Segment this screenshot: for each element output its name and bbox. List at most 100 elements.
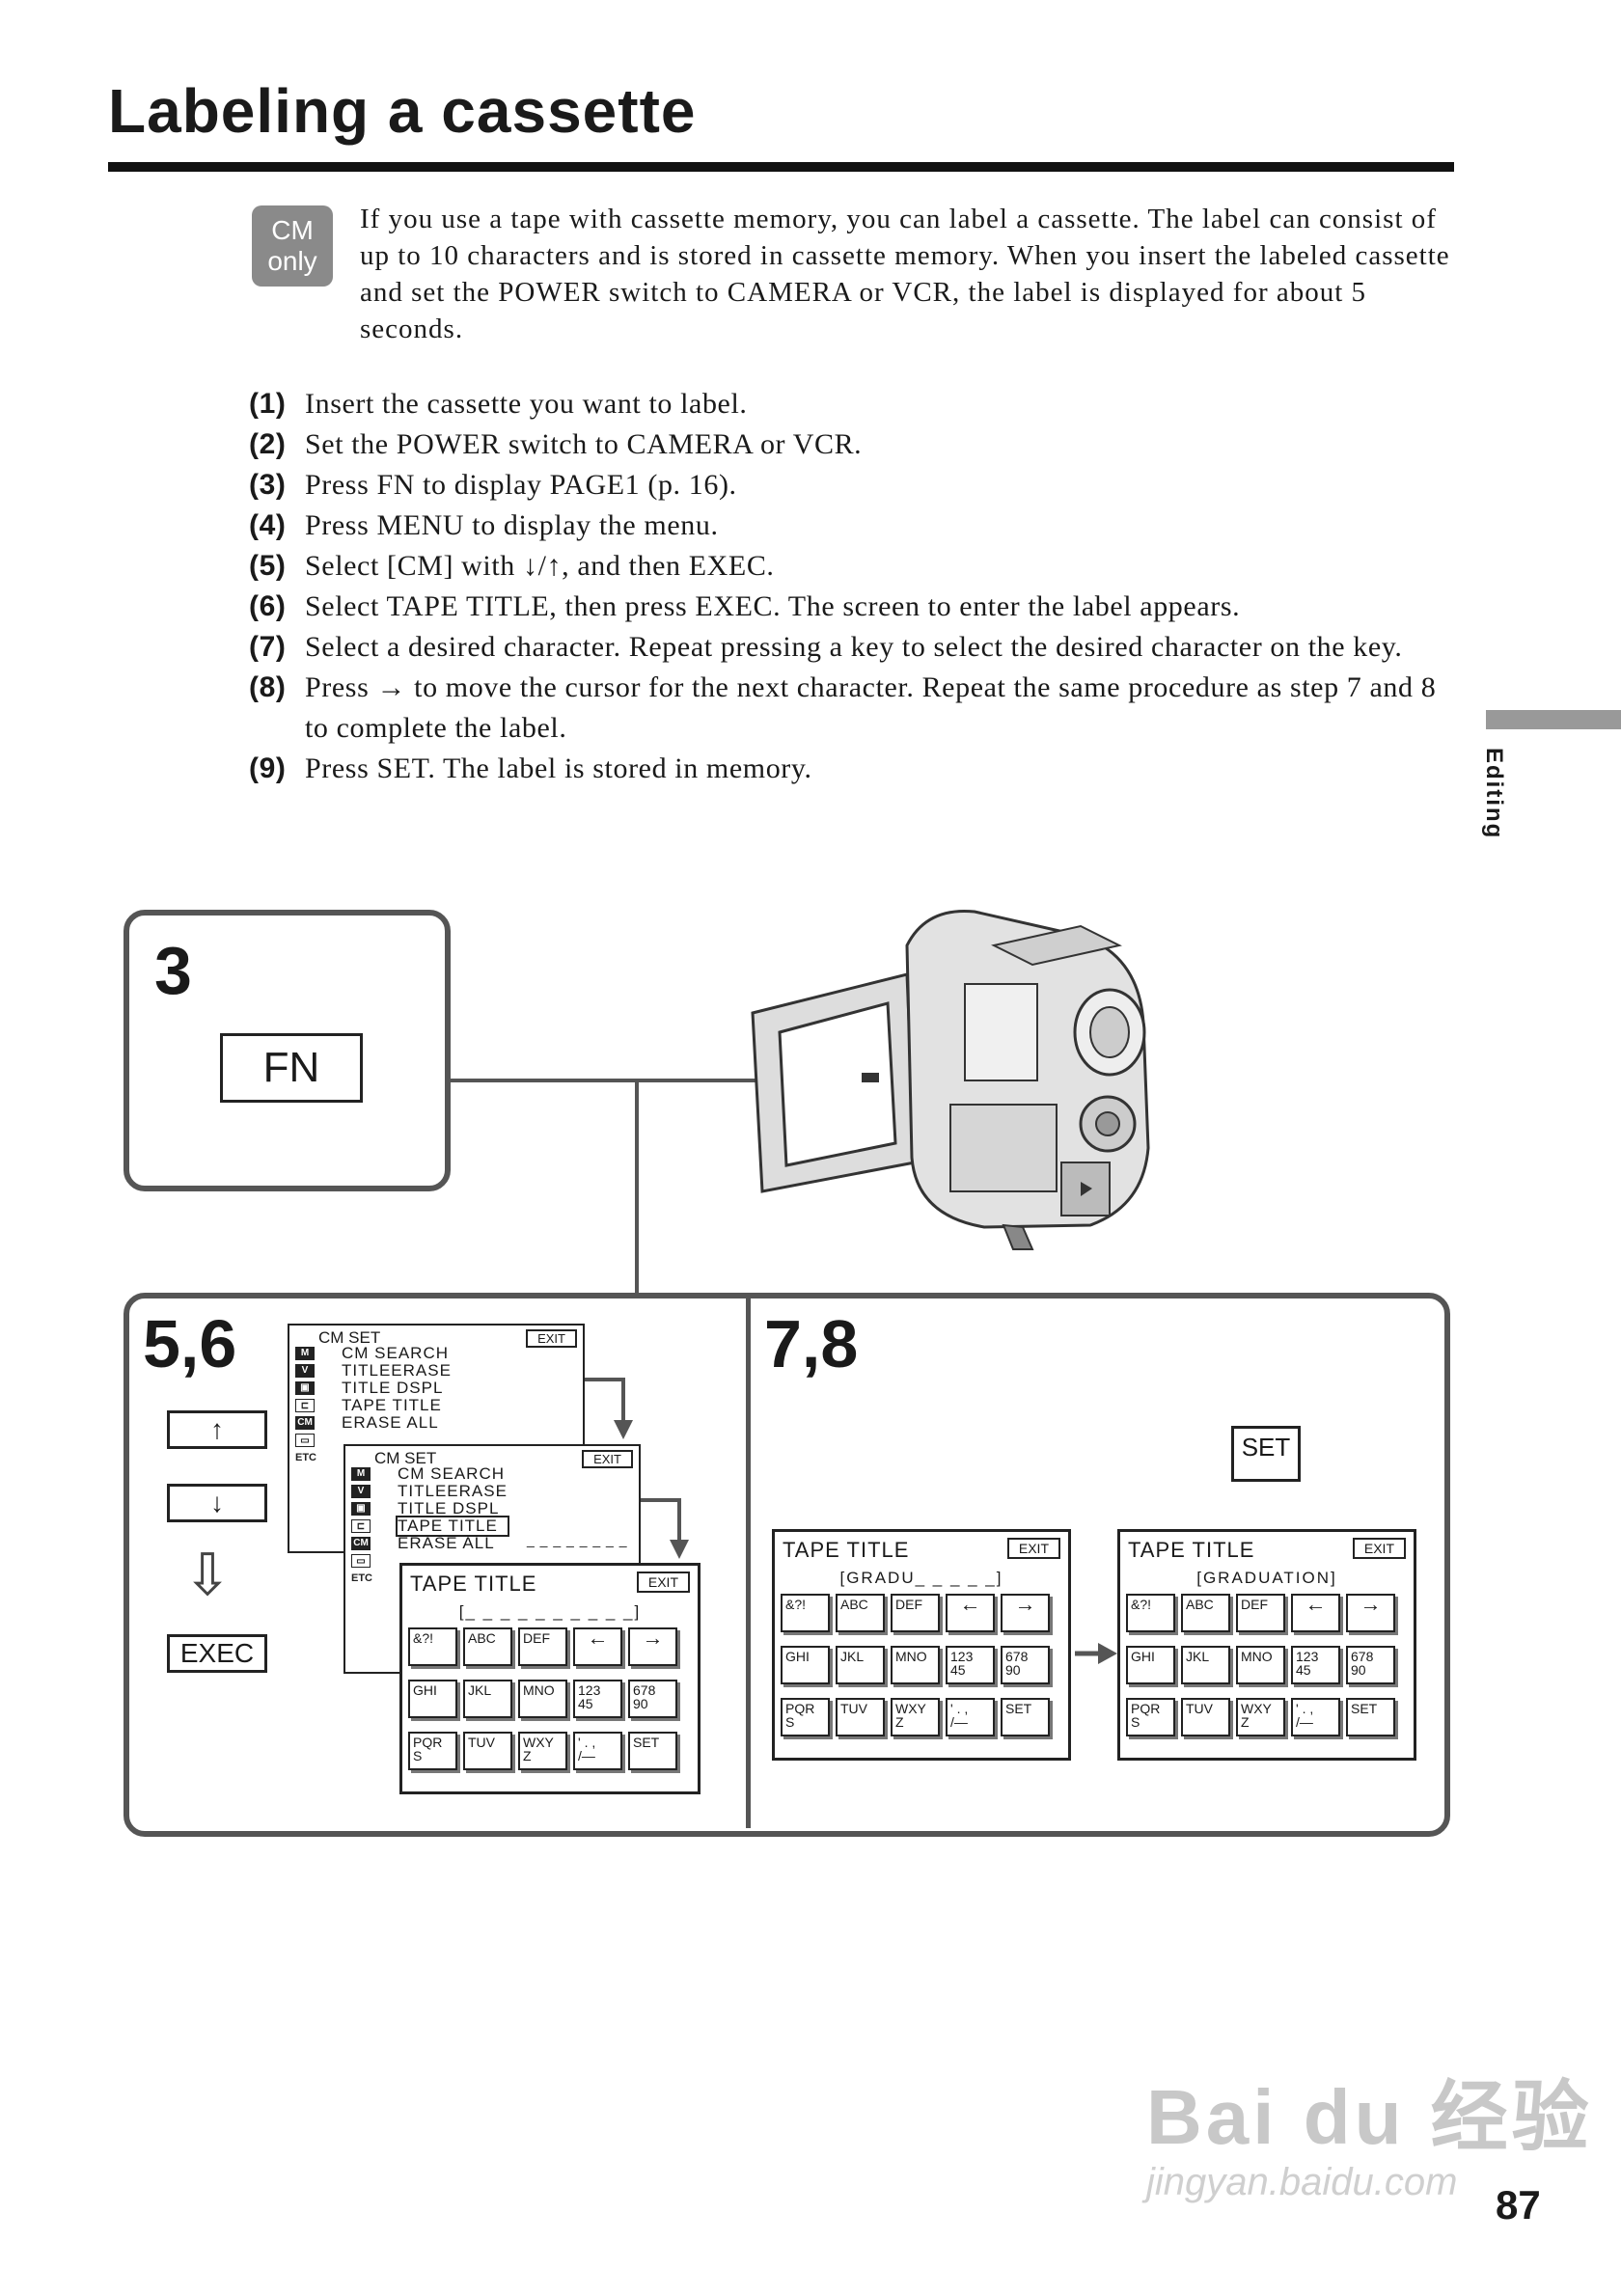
tape-icon: ⊏ [295,1399,315,1412]
key-tuv[interactable]: TUV [836,1698,885,1736]
char-keypad: &?! ABC DEF ← → GHI JKL MNO 123 45 678 9… [781,1594,1050,1736]
char-keypad: &?! ABC DEF ← → GHI JKL MNO 123 45 678 9… [1126,1594,1395,1736]
step-text: Select a desired character. Repeat press… [305,631,1403,663]
menu-item-erase-all[interactable]: ERASE ALL [398,1534,495,1552]
menu-item-erase-all[interactable]: ERASE ALL [342,1413,439,1432]
key-right-arrow[interactable]: → [1001,1594,1050,1632]
key-wxyz[interactable]: WXY Z [1236,1698,1285,1736]
menu-item-cm-search[interactable]: CM SEARCH [342,1344,450,1362]
key-ghi[interactable]: GHI [781,1646,830,1684]
key-mno[interactable]: MNO [518,1680,567,1718]
vtr-icon: V [295,1364,315,1378]
key-wxyz[interactable]: WXY Z [518,1732,567,1770]
key-ghi[interactable]: GHI [408,1680,457,1718]
key-67890[interactable]: 678 90 [628,1680,677,1718]
key-12345[interactable]: 123 45 [1291,1646,1340,1684]
key-12345[interactable]: 123 45 [573,1680,622,1718]
key-punctuation[interactable]: ' . , /— [1291,1698,1340,1736]
set-button[interactable]: SET [1231,1426,1301,1482]
key-right-arrow[interactable]: → [1346,1594,1395,1632]
key-67890[interactable]: 678 90 [1346,1646,1395,1684]
down-button[interactable]: ↓ [167,1484,267,1522]
key-mno[interactable]: MNO [891,1646,940,1684]
menu-item-tape-title[interactable]: TAPE TITLE [342,1396,442,1414]
tape-title-screen-empty: TAPE TITLE EXIT [_ _ _ _ _ _ _ _ _ _] &?… [399,1563,701,1794]
menu-item-tape-title[interactable]: TAPE TITLE [396,1516,509,1537]
key-right-arrow[interactable]: → [628,1627,677,1666]
key-ghi[interactable]: GHI [1126,1646,1175,1684]
menu-exit-button[interactable]: EXIT [582,1450,633,1468]
key-symbols[interactable]: &?! [408,1627,457,1666]
camcorder-illustration [445,909,1150,1293]
cm-badge-line2: only [267,246,317,276]
fn-button[interactable]: FN [220,1033,363,1103]
key-left-arrow[interactable]: ← [573,1627,622,1666]
key-12345[interactable]: 123 45 [946,1646,995,1684]
menu-item-title-dspl[interactable]: TITLE DSPL [342,1379,444,1397]
key-symbols[interactable]: &?! [781,1594,830,1632]
etc-icon: ETC [295,1451,316,1464]
key-punctuation[interactable]: ' . , /— [573,1732,622,1770]
key-mno[interactable]: MNO [1236,1646,1285,1684]
key-67890[interactable]: 678 90 [1001,1646,1050,1684]
manual-icon: M [295,1347,315,1360]
key-def[interactable]: DEF [518,1627,567,1666]
vtr-icon: V [351,1485,371,1498]
key-jkl[interactable]: JKL [1181,1646,1230,1684]
section-tab-label: Editing [1481,748,1507,840]
menu-item-title-dspl[interactable]: TITLE DSPL [398,1499,500,1517]
screen-exit-button[interactable]: EXIT [1352,1538,1406,1559]
intro-paragraph: If you use a tape with cassette memory, … [360,204,1450,344]
menu-item-titleerase[interactable]: TITLEERASE [342,1361,452,1380]
setup-icon: ▭ [295,1434,315,1447]
step-number: (4) [249,509,287,541]
key-set[interactable]: SET [628,1732,677,1770]
cassette-memory-icon: CM [295,1416,315,1430]
key-left-arrow[interactable]: ← [1291,1594,1340,1632]
key-abc[interactable]: ABC [1181,1594,1230,1632]
key-pqrs[interactable]: PQR S [1126,1698,1175,1736]
key-pqrs[interactable]: PQR S [781,1698,830,1736]
baidu-watermark-url: jingyan.baidu.com [1146,2161,1458,2203]
tape-title-screen-partial: TAPE TITLE EXIT [GRADU_ _ _ _ _] &?! ABC… [772,1529,1071,1761]
key-jkl[interactable]: JKL [836,1646,885,1684]
key-punctuation[interactable]: ' . , /— [946,1698,995,1736]
next-arrow-icon [1075,1643,1117,1664]
key-set[interactable]: SET [1001,1698,1050,1736]
exec-button[interactable]: EXEC [167,1634,267,1673]
step-text: Select [CM] with ↓/↑, and then EXEC. [305,550,775,582]
panel-divider [746,1296,751,1828]
step-number: (8) [249,671,287,703]
baidu-watermark-logo: Bai du 经验 [1146,2074,1593,2160]
key-jkl[interactable]: JKL [463,1680,512,1718]
step-text: Press MENU to display the menu. [305,509,719,541]
key-left-arrow[interactable]: ← [946,1594,995,1632]
key-def[interactable]: DEF [1236,1594,1285,1632]
step-item: (3)Press FN to display PAGE1 (p. 16). [249,465,1465,506]
key-tuv[interactable]: TUV [1181,1698,1230,1736]
char-keypad: &?! ABC DEF ← → GHI JKL MNO 123 45 678 9… [408,1627,677,1770]
key-set[interactable]: SET [1346,1698,1395,1736]
key-def[interactable]: DEF [891,1594,940,1632]
lcd-icon: ▣ [295,1381,315,1395]
up-button[interactable]: ↑ [167,1410,267,1449]
key-symbols[interactable]: &?! [1126,1594,1175,1632]
screen-exit-button[interactable]: EXIT [636,1572,690,1593]
cm-only-badge: CM only [252,205,333,287]
step-item: (9)Press SET. The label is stored in mem… [249,749,1465,789]
menu-item-cm-search[interactable]: CM SEARCH [398,1464,506,1483]
screen-exit-button[interactable]: EXIT [1006,1538,1060,1559]
menu-item-titleerase[interactable]: TITLEERASE [398,1482,508,1500]
step-text: Press → to move the cursor for the next … [305,671,1437,744]
step-item: (6)Select TAPE TITLE, then press EXEC. T… [249,587,1465,627]
down-arrow-icon: ⇩ [183,1542,233,1609]
key-abc[interactable]: ABC [463,1627,512,1666]
key-tuv[interactable]: TUV [463,1732,512,1770]
step-text: Insert the cassette you want to label. [305,388,748,420]
menu-exit-button[interactable]: EXIT [526,1329,577,1348]
step-number: (3) [249,469,287,501]
key-pqrs[interactable]: PQR S [408,1732,457,1770]
key-wxyz[interactable]: WXY Z [891,1698,940,1736]
step-3-panel: 3 FN [124,910,451,1191]
key-abc[interactable]: ABC [836,1594,885,1632]
